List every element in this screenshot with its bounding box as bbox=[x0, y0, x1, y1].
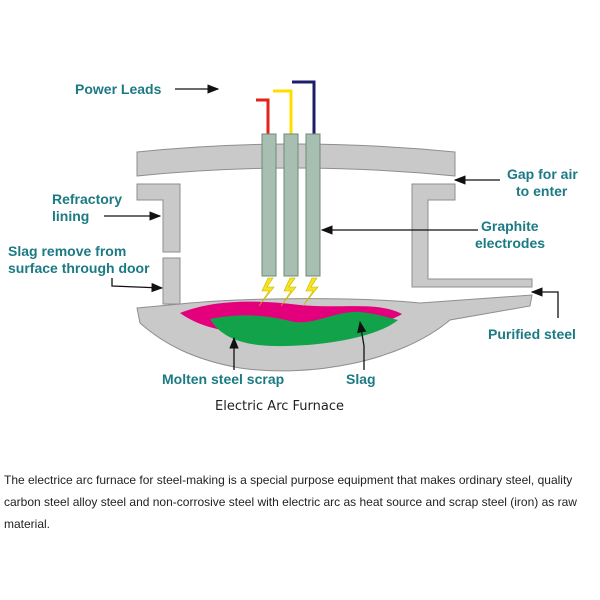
power-lead-red bbox=[256, 98, 270, 134]
label-graphite-2: electrodes bbox=[475, 235, 545, 251]
label-molten-scrap: Molten steel scrap bbox=[162, 371, 284, 387]
label-gap-air-2: to enter bbox=[516, 183, 568, 199]
arrow-purified-steel bbox=[530, 287, 559, 318]
arrow-slag-door bbox=[111, 278, 164, 293]
electrode-1 bbox=[261, 133, 277, 277]
label-slag: Slag bbox=[346, 371, 376, 387]
arrow-slag bbox=[357, 320, 367, 370]
molten-steel bbox=[210, 311, 398, 347]
power-lead-navy bbox=[292, 80, 316, 134]
left-refractory-wall bbox=[136, 183, 181, 253]
electric-arc-3 bbox=[302, 277, 319, 307]
electric-arc-1 bbox=[258, 277, 275, 307]
label-refractory-1: Refractory bbox=[52, 191, 122, 207]
label-power-leads: Power Leads bbox=[75, 81, 162, 97]
label-slag-remove-2: surface through door bbox=[8, 260, 150, 276]
power-lead-yellow bbox=[273, 89, 293, 134]
diagram-title: Electric Arc Furnace bbox=[215, 399, 344, 414]
slag-door-post bbox=[162, 257, 181, 305]
label-slag-remove-1: Slag remove from bbox=[8, 243, 126, 259]
label-gap-air-1: Gap for air bbox=[507, 166, 578, 182]
label-graphite-1: Graphite bbox=[481, 218, 539, 234]
label-purified-steel: Purified steel bbox=[488, 326, 576, 342]
electric-arc-2 bbox=[280, 277, 297, 307]
electrode-3 bbox=[305, 133, 321, 277]
caption-text: The electrice arc furnace for steel-maki… bbox=[4, 473, 577, 531]
electrode-2 bbox=[283, 133, 299, 277]
electric-arc-furnace-diagram: Power Leads Refractory lining Slag remov… bbox=[8, 80, 578, 414]
right-refractory-wall bbox=[411, 183, 533, 288]
label-refractory-2: lining bbox=[52, 208, 89, 224]
